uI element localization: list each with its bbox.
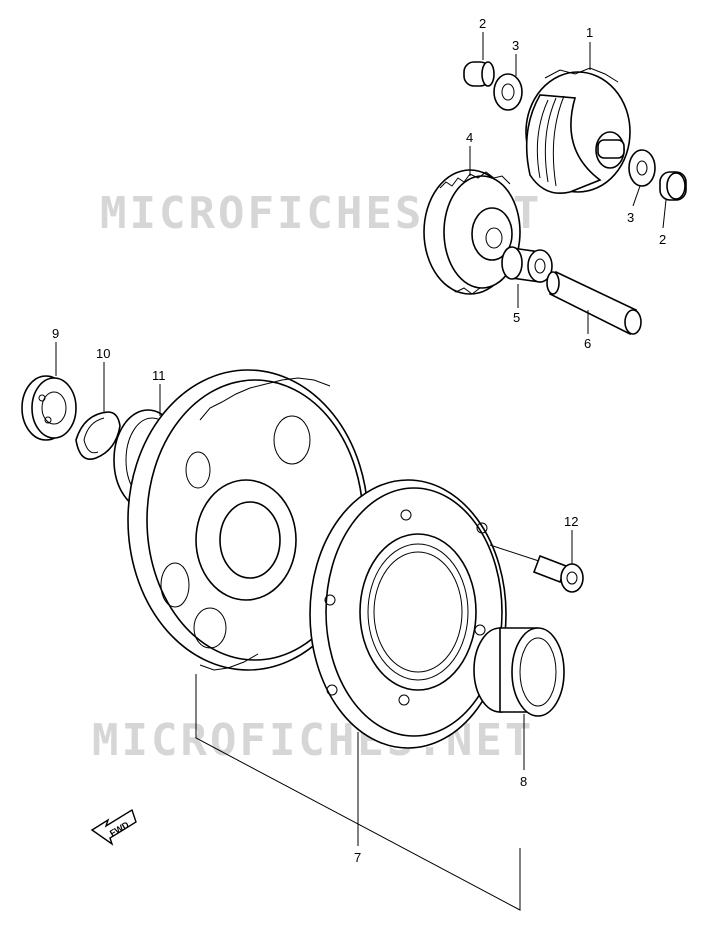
callout-2-lower: 2 (659, 232, 666, 247)
callout-2-upper: 2 (479, 16, 486, 31)
part-4-idler-gear (423, 169, 521, 295)
part-2-bushing-upper (463, 61, 495, 87)
callout-5: 5 (513, 310, 520, 325)
part-6-shaft (546, 270, 642, 336)
part-5-bushing (501, 246, 553, 283)
callout-3-upper: 3 (512, 38, 519, 53)
watermark-bottom: MICROFICHES.NET (92, 715, 534, 766)
callout-6: 6 (584, 336, 591, 351)
callout-3-lower: 3 (627, 210, 634, 225)
callout-12: 12 (564, 514, 578, 529)
fwd-arrow-icon: FWD (90, 808, 137, 846)
part-2-bushing-lower (659, 171, 687, 201)
callout-8: 8 (520, 774, 527, 789)
callout-4: 4 (466, 130, 473, 145)
part-12-bolt (489, 544, 584, 593)
part-10-circlip (75, 411, 121, 460)
callout-10: 10 (96, 346, 110, 361)
leader-lines (55, 32, 667, 911)
part-3-washer-upper (493, 73, 523, 111)
part-9-bearing (21, 375, 77, 441)
callout-1: 1 (586, 25, 593, 40)
callout-11: 11 (152, 368, 166, 383)
callout-9: 9 (52, 326, 59, 341)
callout-7: 7 (354, 850, 361, 865)
part-8-needle-bearing (473, 627, 565, 717)
starter-driven-gear (127, 369, 369, 671)
part-1-clutch-gear (525, 67, 631, 194)
part-7-one-way-clutch (309, 479, 507, 749)
part-3-washer-lower (628, 149, 656, 187)
